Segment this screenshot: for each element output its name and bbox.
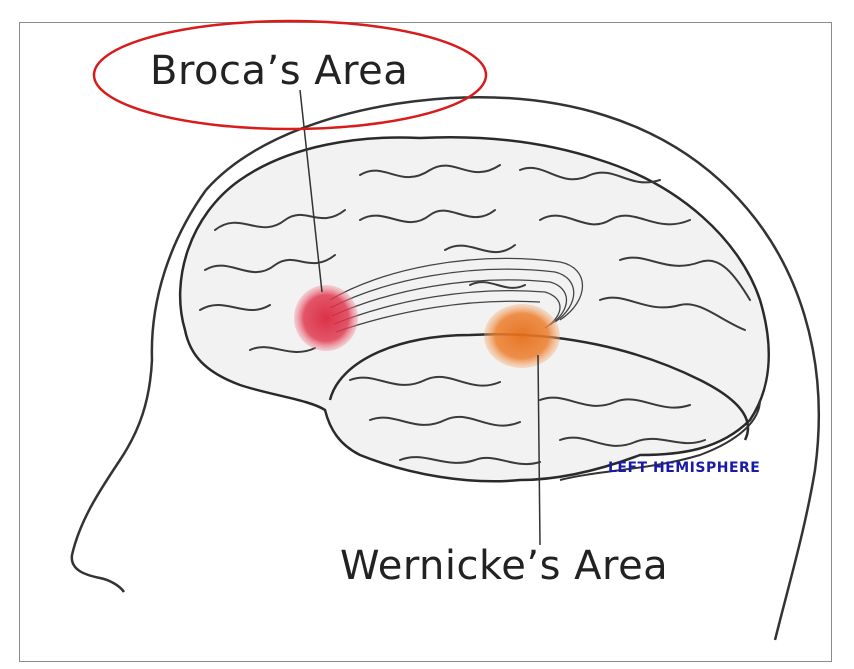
broca-region (294, 285, 358, 351)
brain-outline (180, 137, 769, 481)
face-outline (72, 190, 206, 592)
wernicke-area-label: Wernicke’s Area (340, 543, 668, 589)
broca-area-label: Broca’s Area (150, 48, 408, 94)
wernicke-region (484, 304, 560, 368)
left-hemisphere-label: LEFT HEMISPHERE (608, 460, 760, 476)
